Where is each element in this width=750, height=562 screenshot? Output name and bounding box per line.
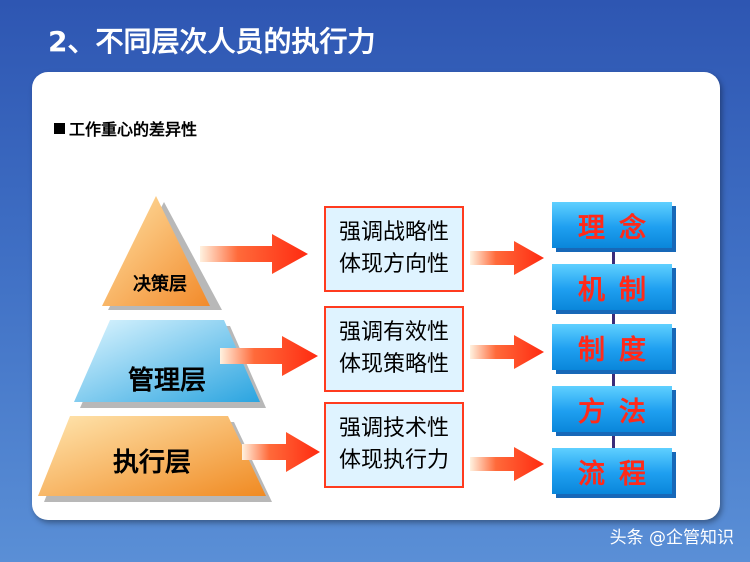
pyramid-bottom	[38, 416, 272, 502]
chain-item-label: 制度	[578, 334, 660, 366]
arrow-right-icon	[200, 234, 308, 274]
emphasis-line: 强调战略性	[338, 220, 449, 245]
emphasis-line: 体现策略性	[338, 352, 449, 377]
emphasis-line: 体现执行力	[338, 448, 449, 473]
chain-item: 机制	[552, 264, 672, 310]
pyramid-middle	[74, 320, 266, 408]
chain-item: 流程	[552, 448, 672, 494]
section-heading-text: 工作重心的差异性	[69, 120, 198, 139]
arrow-right-icon	[220, 336, 318, 376]
chain-item: 理念	[552, 202, 672, 248]
content-panel: 工作重心的差异性 决策层 管理层 执行层	[32, 72, 720, 520]
emphasis-line: 强调有效性	[338, 320, 449, 345]
arrow-right-icon	[470, 335, 544, 369]
arrow-right-icon	[470, 447, 544, 481]
pyramid-top	[102, 196, 222, 310]
emphasis-box: 强调战略性 体现方向性	[324, 206, 464, 292]
emphasis-box: 强调有效性 体现策略性	[324, 306, 464, 392]
pyramid-bottom-label: 执行层	[112, 448, 191, 478]
page-title: 2、不同层次人员的执行力	[48, 25, 376, 58]
pyramid-middle-label: 管理层	[127, 366, 206, 396]
arrow-right-icon	[242, 432, 320, 472]
section-heading: 工作重心的差异性	[54, 116, 197, 140]
emphasis-line: 体现方向性	[338, 252, 449, 277]
chain-item-label: 机制	[578, 274, 660, 306]
arrow-right-icon	[470, 241, 544, 275]
pyramid-top-label: 决策层	[133, 274, 187, 295]
chain-item-label: 方法	[578, 396, 660, 428]
chain-item-label: 理念	[578, 212, 660, 244]
chain-item: 方法	[552, 386, 672, 432]
chain-item-label: 流程	[578, 458, 660, 490]
square-bullet-icon	[54, 122, 65, 134]
emphasis-line: 强调技术性	[338, 416, 449, 441]
emphasis-box: 强调技术性 体现执行力	[324, 402, 464, 488]
chain-item: 制度	[552, 324, 672, 370]
watermark: 头条 @企管知识	[609, 528, 734, 548]
